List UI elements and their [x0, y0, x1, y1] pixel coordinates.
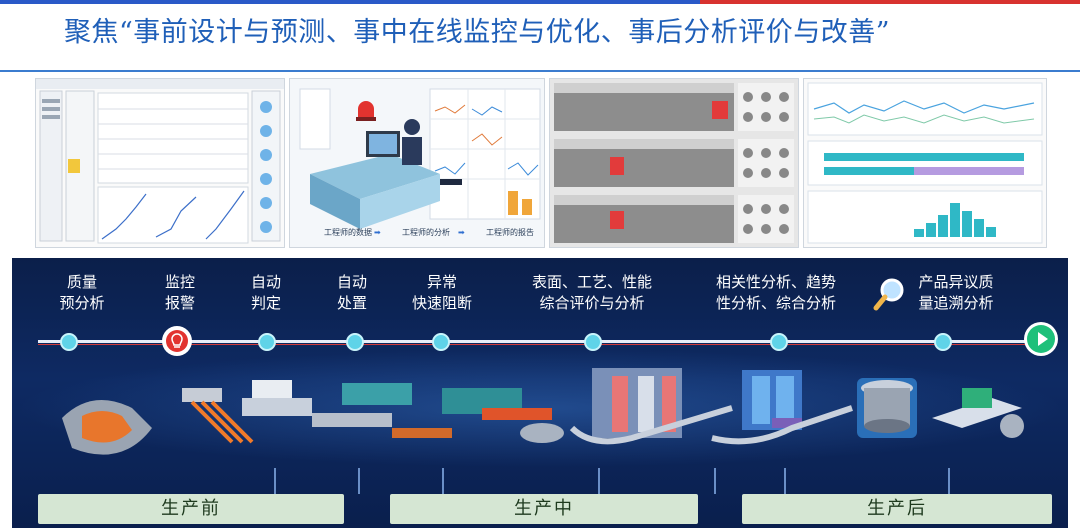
search-icon [872, 276, 908, 312]
timeline-dot [432, 333, 450, 351]
alarm-bulb-icon [166, 330, 188, 352]
play-button[interactable] [1024, 322, 1058, 356]
timeline-dot [934, 333, 952, 351]
stage-label-auto-judge: 自动判定 [250, 273, 281, 312]
stage-label-monitor-alarm: 监控报警 [164, 273, 195, 312]
header-accent-line [0, 0, 1080, 4]
screenshot-surface-inspection [549, 78, 799, 248]
timeline-accent [38, 344, 1038, 345]
timeline-dot [346, 333, 364, 351]
timeline-line [38, 340, 1038, 343]
software-ui-illustration [36, 79, 284, 244]
timeline-dot [60, 333, 78, 351]
phase-tick [784, 468, 786, 494]
timeline-dot [258, 333, 276, 351]
phase-tick [714, 468, 716, 494]
stage-label-fast-block: 异常快速阻断 [411, 273, 472, 312]
stage-label-traceability: 产品异议质量追溯分析 [918, 273, 994, 312]
caption-analysis: 工程师的分析 [402, 228, 450, 237]
header: 聚焦“事前设计与预测、事中在线监控与优化、事后分析评价与改善” [0, 0, 1080, 58]
phase-during-production: 生产中 [390, 494, 698, 524]
timeline-dot [770, 333, 788, 351]
phase-tick [274, 468, 276, 494]
arrow-icon: ➡ [374, 228, 381, 237]
dashboard-illustration [807, 82, 1043, 244]
caption-data: 工程师的数据 [324, 228, 372, 237]
screenshot-strip: 工程师的数据 工程师的分析 工程师的报告 ➡ ➡ [35, 78, 1047, 248]
stage-label-comprehensive-eval: 表面、工艺、性能综合评价与分析 [531, 273, 652, 312]
phase-tick [598, 468, 600, 494]
production-line-illustration [62, 368, 1024, 455]
screenshot-analysis-software [35, 78, 285, 248]
inspection-grid-illustration [554, 83, 794, 243]
arrow-icon: ➡ [458, 228, 465, 237]
stage-label-correlation-analysis: 相关性分析、趋势性分析、综合分析 [715, 273, 836, 312]
engineer-illustration [299, 88, 541, 229]
timeline-dot [584, 333, 602, 351]
page-title: 聚焦“事前设计与预测、事中在线监控与优化、事后分析评价与改善” [64, 17, 891, 48]
caption-report: 工程师的报告 [486, 228, 534, 237]
stage-label-auto-handle: 自动处置 [336, 273, 367, 312]
play-icon [1027, 325, 1055, 353]
header-accent-line-red [700, 0, 1080, 4]
stage-label-quality-preanalysis: 质量预分析 [59, 273, 105, 312]
screenshot-engineer-workstation: 工程师的数据 工程师的分析 工程师的报告 ➡ ➡ [289, 78, 545, 248]
phase-tick [442, 468, 444, 494]
phase-after-production: 生产后 [742, 494, 1052, 524]
phase-tick [948, 468, 950, 494]
screenshot-trend-dashboard [803, 78, 1047, 248]
title-divider [0, 70, 1080, 72]
alarm-marker [162, 326, 192, 356]
phase-before-production: 生产前 [38, 494, 344, 524]
phase-tick [358, 468, 360, 494]
process-timeline-panel: 质量预分析 监控报警 自动判定 自动处置 异常快速阻断 表面、工艺、性能综合评价… [12, 258, 1068, 528]
